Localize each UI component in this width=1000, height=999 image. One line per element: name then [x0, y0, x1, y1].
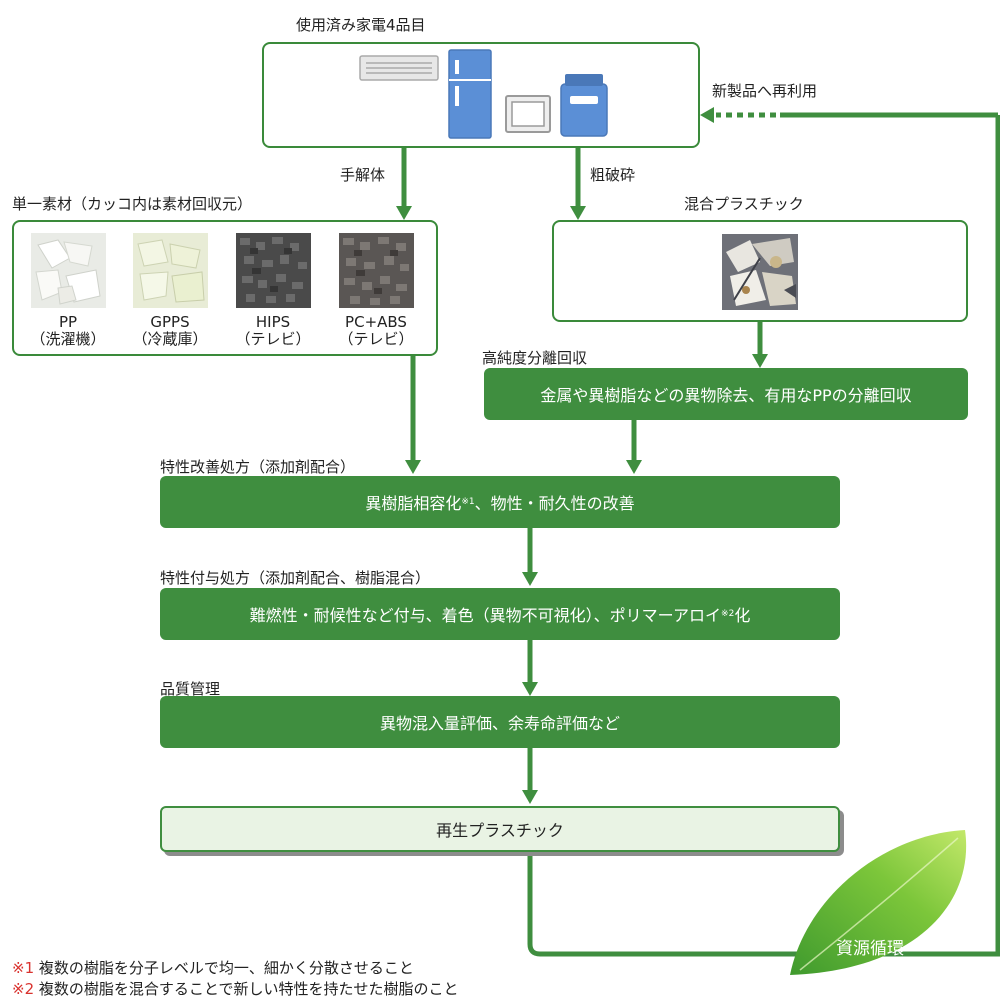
- resource-cycle-line: [527, 852, 1000, 957]
- step2-label: 特性付与処方（添加剤配合、樹脂混合）: [160, 569, 431, 587]
- step2-note-mark: ※2: [721, 609, 735, 619]
- hips-sample-image: [236, 233, 311, 308]
- recycled-plastic-bar: 再生プラスチック: [160, 806, 840, 852]
- arrow-head: [522, 572, 538, 586]
- arrow-head: [405, 460, 421, 474]
- step2-text: 難燃性・耐候性など付与、着色（異物不可視化）、ポリマーアロイ: [249, 606, 722, 625]
- hips-name: HIPS: [255, 313, 291, 331]
- air-conditioner-icon: [359, 55, 439, 81]
- manual-disassembly-label: 手解体: [340, 166, 386, 184]
- pc-abs-name: PC+ABS: [345, 313, 407, 331]
- step1-text-post: 、物性・耐久性の改善: [474, 494, 635, 513]
- footnote-2-mark: ※2: [12, 980, 35, 998]
- arrow-head: [752, 354, 768, 368]
- pp-sample-image: [31, 233, 106, 308]
- coarse-crushing-label: 粗破砕: [590, 166, 636, 184]
- pp-name: PP: [58, 313, 78, 331]
- footnote-2: ※2 複数の樹脂を混合することで新しい特性を持たせた樹脂のこと: [12, 978, 458, 999]
- separation-bar: 金属や異樹脂などの異物除去、有用なPPの分離回収: [484, 368, 968, 420]
- pc-abs-sample-image: [339, 233, 414, 308]
- mixed-plastic-box: [552, 220, 968, 322]
- mixed-plastic-title: 混合プラスチック: [684, 195, 804, 213]
- arrow-head: [522, 790, 538, 804]
- arrow-head: [700, 107, 714, 123]
- pp-caption: PP （洗濯機）: [18, 314, 118, 348]
- pc-abs-caption: PC+ABS （テレビ）: [326, 314, 426, 348]
- gpps-source: （冷蔵庫）: [132, 330, 208, 348]
- hips-caption: HIPS （テレビ）: [223, 314, 323, 348]
- resource-cycle-label: 資源循環: [836, 939, 904, 959]
- step1-bar: 異樹脂相容化※1、物性・耐久性の改善: [160, 476, 840, 528]
- mixed-plastic-image: [722, 234, 798, 310]
- footnote-1: ※1 複数の樹脂を分子レベルで均一、細かく分散させること: [12, 957, 414, 978]
- reuse-label: 新製品へ再利用: [712, 82, 818, 100]
- footnote-1-text: 複数の樹脂を分子レベルで均一、細かく分散させること: [34, 959, 414, 977]
- step3-bar: 異物混入量評価、余寿命評価など: [160, 696, 840, 748]
- pc-abs-source: （テレビ）: [338, 330, 414, 348]
- gpps-caption: GPPS （冷蔵庫）: [120, 314, 220, 348]
- arrow-head: [570, 206, 586, 220]
- washing-machine-icon: [560, 74, 608, 137]
- step1-note-mark: ※1: [461, 497, 475, 507]
- connectors: [396, 107, 1000, 957]
- arrow-head: [522, 682, 538, 696]
- leaf-icon: [790, 830, 967, 975]
- single-material-title: 単一素材（カッコ内は素材回収元）: [12, 195, 253, 213]
- tv-icon: [505, 95, 551, 133]
- gpps-sample-image: [133, 233, 208, 308]
- single-material-box: [12, 220, 438, 356]
- gpps-name: GPPS: [150, 313, 190, 331]
- appliances-box: [262, 42, 700, 148]
- appliance-icons: [359, 49, 608, 139]
- hips-source: （テレビ）: [235, 330, 311, 348]
- separation-label: 高純度分離回収: [482, 349, 588, 367]
- step1-text: 異樹脂相容化: [365, 494, 462, 513]
- footnote-2-text: 複数の樹脂を混合することで新しい特性を持たせた樹脂のこと: [34, 980, 459, 998]
- pp-source: （洗濯機）: [30, 330, 106, 348]
- sample-images: [31, 233, 798, 310]
- footnote-1-mark: ※1: [12, 959, 35, 977]
- arrow-head: [396, 206, 412, 220]
- refrigerator-icon: [448, 49, 492, 139]
- step3-label: 品質管理: [160, 680, 221, 698]
- appliance-title: 使用済み家電4品目: [296, 16, 426, 34]
- step1-label: 特性改善処方（添加剤配合）: [160, 458, 356, 476]
- arrow-head: [626, 460, 642, 474]
- step2-text-post: 化: [734, 606, 751, 625]
